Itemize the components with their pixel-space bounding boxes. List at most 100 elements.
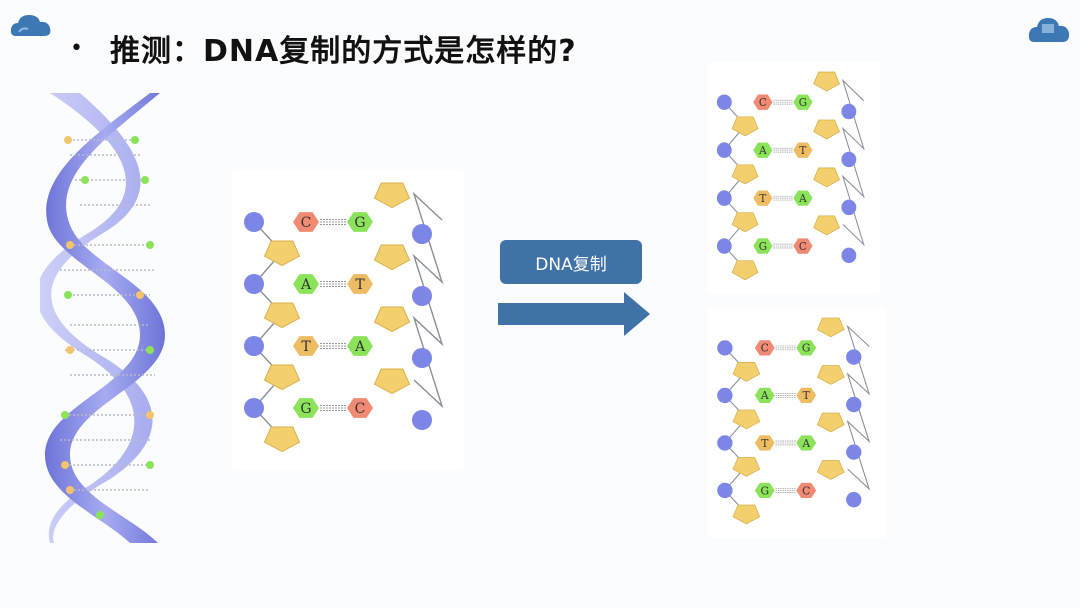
dna-segment-svg: C G A T T A G C <box>244 182 444 453</box>
phosphate-group <box>717 435 733 451</box>
bullet: • <box>70 35 83 61</box>
phosphate-group <box>846 492 862 508</box>
phosphate-group <box>716 142 732 158</box>
phosphate-group <box>846 396 862 413</box>
cloud-logo-icon <box>1028 18 1070 42</box>
nucleobase-label: A <box>801 437 810 450</box>
phosphate-group <box>412 410 432 430</box>
phosphate-group <box>841 247 857 264</box>
nucleobase-label: A <box>760 389 769 402</box>
deoxyribose-sugar <box>813 167 841 188</box>
nucleobase <box>796 435 817 451</box>
deoxyribose-sugar <box>732 504 761 525</box>
nucleobase-label: G <box>799 97 807 109</box>
nucleobase <box>754 340 775 356</box>
nucleobase-label: G <box>759 241 767 253</box>
deoxyribose-sugar <box>373 244 411 271</box>
nucleobase <box>754 435 775 451</box>
phosphate-group <box>716 94 732 110</box>
phosphate-group <box>412 348 432 368</box>
phosphate-group <box>412 224 432 244</box>
nucleobase <box>754 387 775 403</box>
deoxyribose-sugar <box>816 317 845 338</box>
deoxyribose-sugar <box>263 364 301 391</box>
deoxyribose-sugar <box>816 365 845 385</box>
nucleobase <box>793 238 813 254</box>
nucleobase-label: T <box>799 145 806 157</box>
deoxyribose-sugar <box>731 260 759 281</box>
deoxyribose-sugar <box>731 116 759 137</box>
phosphate-group <box>244 398 264 418</box>
nucleobase-label: A <box>300 277 312 293</box>
deoxyribose-sugar <box>816 460 845 480</box>
deoxyribose-sugar <box>732 457 761 477</box>
nucleobase-label: C <box>301 215 312 231</box>
nucleobase <box>293 212 319 232</box>
nucleobase-label: A <box>798 193 807 205</box>
nucleobase <box>347 336 373 356</box>
phosphate-group <box>244 336 264 356</box>
nucleobase <box>793 94 813 110</box>
deoxyribose-sugar <box>813 215 841 236</box>
nucleobase <box>753 94 773 110</box>
phosphate-group <box>841 151 857 168</box>
phosphate-group <box>412 286 432 306</box>
deoxyribose-sugar <box>731 212 759 233</box>
nucleobase <box>753 142 773 158</box>
base-pair-rungs <box>60 139 155 491</box>
helix-base-dots <box>61 136 154 519</box>
deoxyribose-sugar <box>263 426 301 453</box>
nucleobase <box>293 336 319 356</box>
nucleobase-label: T <box>759 193 766 205</box>
deoxyribose-sugar <box>263 302 301 329</box>
nucleobase-label: G <box>802 342 811 355</box>
deoxyribose-sugar <box>373 306 411 333</box>
phosphate-group <box>841 199 857 216</box>
phosphate-group <box>244 212 264 232</box>
nucleobase-label: G <box>354 215 365 231</box>
phosphate-group <box>716 238 732 254</box>
nucleobase <box>753 238 773 254</box>
deoxyribose-sugar <box>373 368 411 395</box>
nucleobase-label: T <box>355 277 365 293</box>
phosphate-group <box>717 340 733 356</box>
nucleobase <box>796 340 817 356</box>
deoxyribose-sugar <box>813 71 841 92</box>
phosphate-group <box>846 444 862 460</box>
nucleobase-label: T <box>803 389 811 402</box>
deoxyribose-sugar <box>373 182 411 209</box>
phosphate-group <box>846 349 862 365</box>
title-text: 推测：DNA复制的方式是怎样的? <box>110 34 577 69</box>
nucleobase-label: A <box>758 145 767 157</box>
replication-arrow-icon <box>498 292 650 336</box>
nucleobase-label: G <box>760 484 769 497</box>
deoxyribose-sugar <box>263 240 301 267</box>
nucleobase-label: T <box>761 437 769 450</box>
nucleobase-label: G <box>300 401 311 417</box>
deoxyribose-sugar <box>732 409 761 430</box>
nucleobase <box>347 274 373 294</box>
phosphate-group <box>717 387 733 404</box>
nucleobase-label: C <box>355 401 366 417</box>
nucleobase <box>293 274 319 294</box>
nucleobase <box>793 190 813 206</box>
nucleobase <box>793 142 813 158</box>
phosphate-group <box>841 103 857 120</box>
nucleobase-label: C <box>759 97 767 109</box>
nucleobase <box>293 398 319 418</box>
nucleobase <box>796 387 817 403</box>
deoxyribose-sugar <box>732 362 761 382</box>
dna-segment-original: C G A T T A G C <box>232 170 464 470</box>
nucleobase-label: A <box>354 339 366 355</box>
nucleobase <box>753 190 773 206</box>
page-title: • 推测：DNA复制的方式是怎样的? <box>70 24 577 72</box>
phosphate-group <box>716 190 732 206</box>
nucleobase <box>347 212 373 232</box>
nucleobase <box>347 398 373 418</box>
nucleobase-label: T <box>301 339 311 355</box>
deoxyribose-sugar <box>816 412 845 433</box>
